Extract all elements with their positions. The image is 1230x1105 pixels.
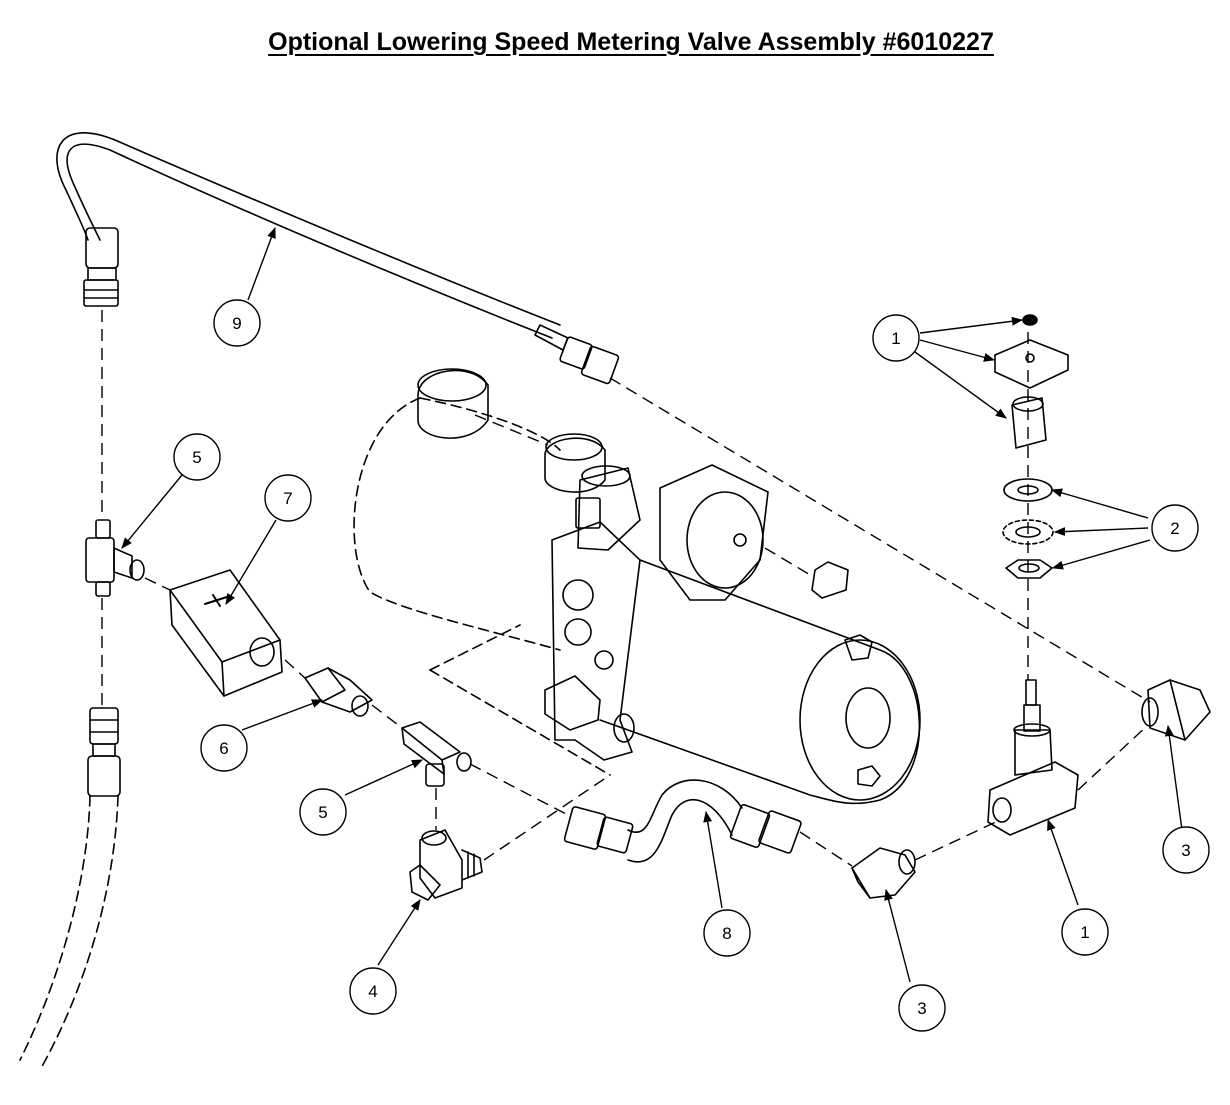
svg-text:1: 1: [891, 329, 900, 348]
callouts: 9 1 5 7 2 6 5 3 8 1 4 3: [173, 299, 1210, 1032]
tee-fitting-5-middle: [401, 721, 472, 787]
callout-9: 9: [213, 299, 261, 347]
metering-valve-1: [987, 679, 1079, 836]
svg-text:6: 6: [219, 739, 228, 758]
elbow-fitting-3-lower: [851, 847, 916, 899]
svg-text:3: 3: [917, 999, 926, 1018]
lower-left-hose: [19, 707, 121, 1071]
svg-text:5: 5: [318, 803, 327, 822]
svg-text:8: 8: [722, 924, 731, 943]
svg-text:7: 7: [283, 489, 292, 508]
callout-6: 6: [200, 724, 248, 772]
callout-3-right: 3: [1162, 826, 1210, 874]
adapter-6: [304, 667, 373, 717]
tee-fitting-5-upper: [85, 519, 145, 597]
svg-text:1: 1: [1080, 923, 1089, 942]
assembly-lines: [101, 310, 1151, 867]
callout-8: 8: [703, 909, 751, 957]
callout-1-lower: 1: [1061, 908, 1109, 956]
callout-3-lower: 3: [898, 984, 946, 1032]
hose-9: [56, 132, 620, 385]
callout-5-middle: 5: [299, 788, 347, 836]
svg-text:2: 2: [1170, 519, 1179, 538]
callout-7: 7: [264, 474, 312, 522]
hose-8: [563, 779, 802, 863]
svg-text:4: 4: [368, 982, 377, 1001]
svg-text:9: 9: [232, 314, 241, 333]
knob-1: [994, 314, 1069, 449]
leader-lines: [121, 226, 1183, 983]
diagram-title: Optional Lowering Speed Metering Valve A…: [268, 28, 994, 56]
svg-text:5: 5: [192, 448, 201, 467]
swivel-fitting-4: [409, 829, 483, 901]
callout-1-top: 1: [872, 314, 920, 362]
hydraulic-power-unit: [353, 368, 921, 805]
callout-4: 4: [349, 967, 397, 1015]
svg-text:3: 3: [1181, 841, 1190, 860]
callout-5-upper: 5: [173, 433, 221, 481]
jam-nut-2: [1005, 559, 1053, 579]
callout-2: 2: [1151, 504, 1199, 552]
check-valve-7: [169, 569, 283, 697]
elbow-fitting-3-right: [1141, 679, 1211, 741]
